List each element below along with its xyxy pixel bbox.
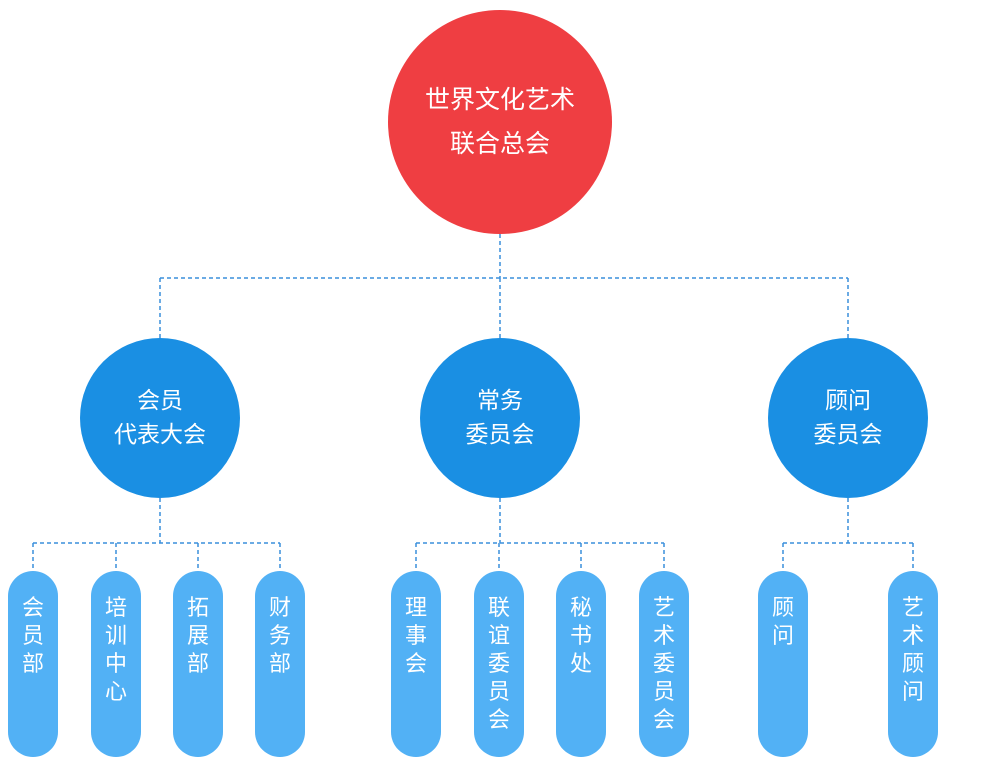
department-label-char: 会: [652, 708, 675, 733]
department-label-char: 训: [104, 624, 127, 649]
root-node-line1: 世界文化艺术: [424, 85, 575, 114]
department-node: 理事会: [391, 571, 441, 757]
department-node: 财务部: [255, 571, 305, 757]
department-label-char: 委: [652, 652, 675, 677]
department-node: 秘书处: [556, 571, 606, 757]
department-label-char: 展: [186, 624, 209, 649]
department-label-char: 顾: [771, 596, 794, 621]
department-label-char: 顾: [901, 652, 924, 677]
department-node: 艺术顾问: [888, 571, 938, 757]
department-label-char: 术: [652, 624, 675, 649]
department-label-char: 会: [21, 596, 44, 621]
committee-3-line1: 顾问: [825, 388, 871, 414]
department-label-char: 培: [104, 596, 127, 621]
department-node: 拓展部: [173, 571, 223, 757]
department-node: 联谊委员会: [474, 571, 524, 757]
department-label-char: 问: [771, 624, 794, 649]
department-label-char: 秘: [569, 596, 592, 621]
committee-node-3: 顾问 委员会: [768, 338, 928, 498]
department-node: 顾问: [758, 571, 808, 757]
committee-node-1: 会员 代表大会: [80, 338, 240, 498]
committee-2-line2: 委员会: [465, 422, 535, 448]
department-node: 培训中心: [91, 571, 141, 757]
department-label-char: 处: [569, 652, 592, 677]
department-label-char: 部: [21, 652, 44, 677]
committee-1-line2: 代表大会: [114, 422, 206, 448]
department-label-char: 谊: [487, 624, 510, 649]
department-label-char: 拓: [186, 596, 209, 621]
department-label-char: 中: [104, 652, 127, 677]
department-label-char: 艺: [901, 596, 924, 621]
committee-node-2: 常务 委员会: [420, 338, 580, 498]
department-label-char: 部: [186, 652, 209, 677]
department-label-char: 务: [268, 624, 291, 649]
department-node: 艺术委员会: [639, 571, 689, 757]
department-label-char: 心: [104, 680, 127, 705]
department-label-char: 员: [652, 680, 675, 705]
committee-3-line2: 委员会: [813, 422, 883, 448]
department-label-char: 联: [487, 596, 510, 621]
department-label-char: 问: [901, 680, 924, 705]
root-node: 世界文化艺术 联合总会: [388, 10, 612, 234]
committee-1-line1: 会员: [137, 388, 183, 414]
department-label-char: 会: [404, 652, 427, 677]
department-label-char: 事: [404, 624, 427, 649]
department-label-char: 员: [21, 624, 44, 649]
department-label-char: 书: [569, 624, 592, 649]
department-node: 会员部: [8, 571, 58, 757]
department-label-char: 理: [404, 596, 427, 621]
root-node-line2: 联合总会: [449, 129, 550, 158]
committee-2-line1: 常务: [477, 388, 523, 414]
department-label-char: 会: [487, 708, 510, 733]
department-label-char: 财: [268, 596, 291, 621]
department-label-char: 部: [268, 652, 291, 677]
department-label-char: 员: [487, 680, 510, 705]
department-label-char: 术: [901, 624, 924, 649]
department-label-char: 艺: [652, 596, 675, 621]
department-label-char: 委: [487, 652, 510, 677]
